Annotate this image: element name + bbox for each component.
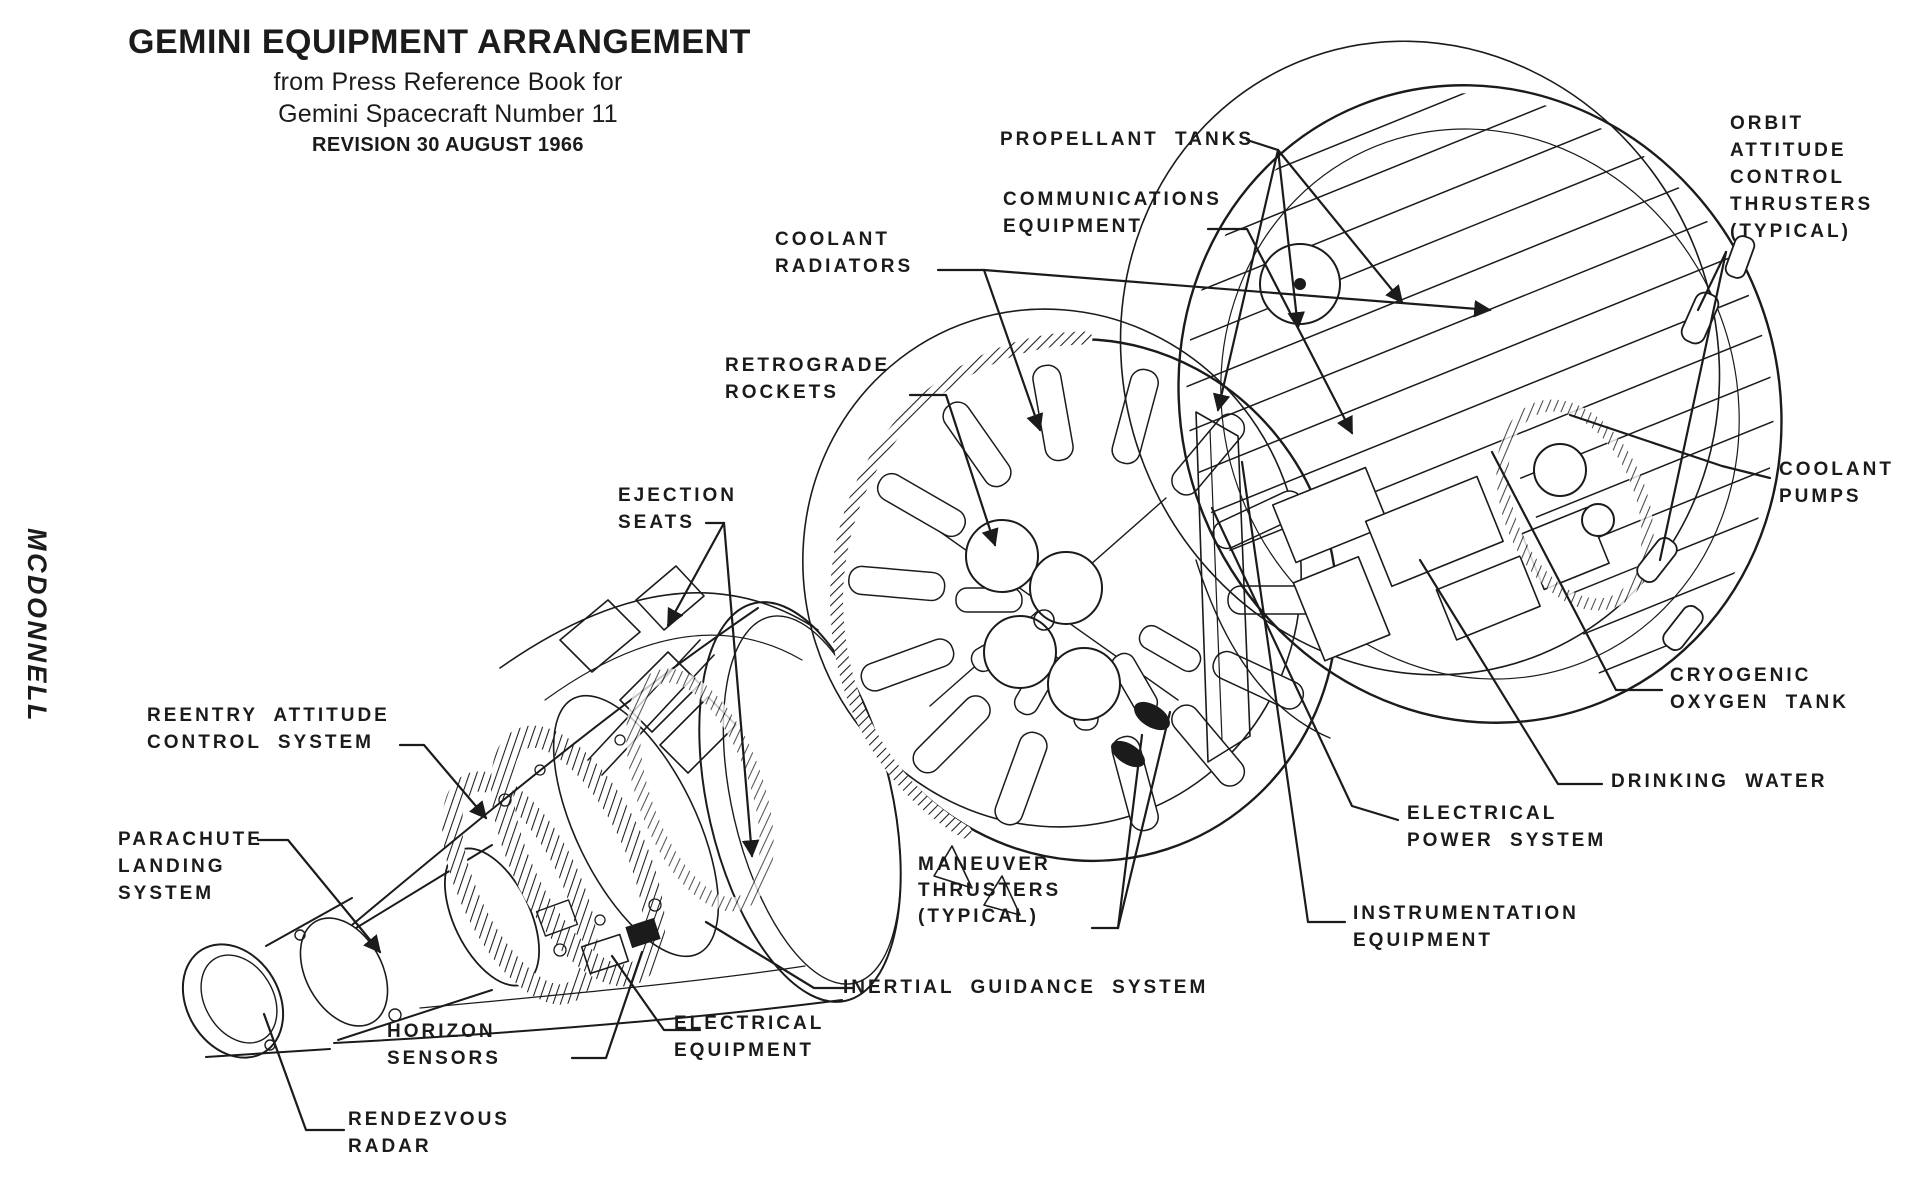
page-title: GEMINI EQUIPMENT ARRANGEMENT [128, 23, 751, 61]
label-electrical-equipment: ELECTRICAL EQUIPMENT [674, 1013, 825, 1061]
revision-note: REVISION 30 AUGUST 1966 [312, 133, 584, 156]
label-rendezvous-radar: RENDEZVOUS RADAR [348, 1109, 510, 1157]
subtitle-line-1: from Press Reference Book for [273, 68, 623, 97]
label-inertial-guidance-system: INERTIAL GUIDANCE SYSTEM [843, 977, 1209, 998]
label-electrical-power-system: ELECTRICAL POWER SYSTEM [1407, 803, 1607, 851]
label-coolant-radiators: COOLANT RADIATORS [775, 229, 914, 277]
label-communications-equipment: COMMUNICATIONS EQUIPMENT [1003, 189, 1222, 237]
reentry-module-drawing [181, 565, 902, 1059]
label-parachute-landing-system: PARACHUTE LANDING SYSTEM [118, 829, 263, 904]
mcdonnell-watermark: MCDONNELL [22, 528, 52, 723]
label-cryogenic-oxygen-tank: CRYOGENIC OXYGEN TANK [1670, 665, 1849, 713]
label-orbit-attitude-control-thrusters: ORBIT ATTITUDE CONTROL THRUSTERS (TYPICA… [1730, 113, 1874, 242]
label-reentry-attitude-control-system: REENTRY ATTITUDE CONTROL SYSTEM [147, 705, 390, 753]
label-propellant-tanks: PROPELLANT TANKS [1000, 129, 1255, 150]
subtitle-line-2: Gemini Spacecraft Number 11 [278, 99, 618, 128]
label-drinking-water: DRINKING WATER [1611, 771, 1828, 792]
leader-lines [256, 138, 1772, 1132]
retrograde-section-drawing [802, 308, 1339, 916]
label-instrumentation-equipment: INSTRUMENTATION EQUIPMENT [1353, 903, 1579, 951]
label-horizon-sensors: HORIZON SENSORS [387, 1021, 501, 1069]
label-retrograde-rockets: RETROGRADE ROCKETS [725, 355, 891, 403]
label-coolant-pumps: COOLANT PUMPS [1779, 459, 1894, 507]
label-ejection-seats: EJECTION SEATS [618, 485, 738, 533]
label-maneuver-thrusters: MANEUVER THRUSTERS (TYPICAL) [918, 854, 1062, 927]
title-block: GEMINI EQUIPMENT ARRANGEMENT from Press … [128, 23, 768, 157]
